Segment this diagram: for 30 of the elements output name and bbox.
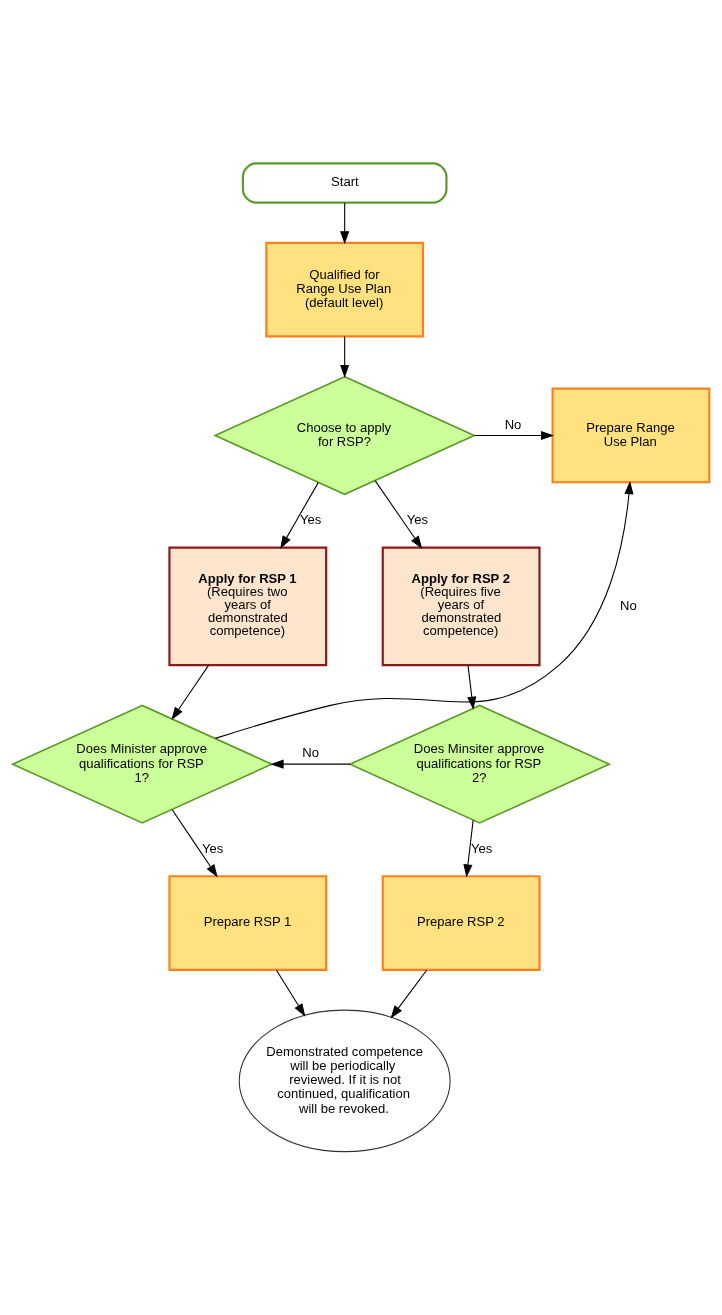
edge-label: No [504,416,522,432]
node-box: Apply for RSP 1 (Requires two years of demonstrated competence) [168,546,328,667]
edge-label: Yes [300,512,322,528]
arrow [214,481,634,739]
arrow [340,336,350,378]
edge-label: Yes [470,840,493,856]
arrow [340,202,350,245]
node-box: Qualified for Range Use Plan (default level) [265,241,425,338]
edge-label: Yes [202,840,224,856]
edge-label: Yes [406,512,429,528]
arrow [270,759,351,769]
edge-label: No [620,597,637,613]
arrow [463,819,474,878]
node-box: Start [241,162,448,204]
arrow [280,482,319,549]
node-diamond: Does Minsiter approve qualifications for RSP 2? [348,704,612,824]
arrow [374,480,423,549]
arrow [275,969,306,1017]
arrow [473,430,555,441]
edge-label: No [302,745,319,761]
node-box: Prepare Range Use Plan [551,387,711,484]
node-box: Prepare RSP 2 [381,875,541,971]
node-box: Prepare RSP 1 [168,875,328,971]
node-ellipse: Demonstrated competence will be periodically reviewed. If it is not continued, qualification will be revoked. [238,1009,451,1153]
arrow [171,664,210,721]
node-diamond: Choose to apply for RSP? [213,375,477,496]
arrow [171,809,218,878]
arrow [390,969,428,1019]
arrow [467,664,477,710]
node-box: Apply for RSP 2 (Requires five years of demonstrated competence) [381,546,541,667]
